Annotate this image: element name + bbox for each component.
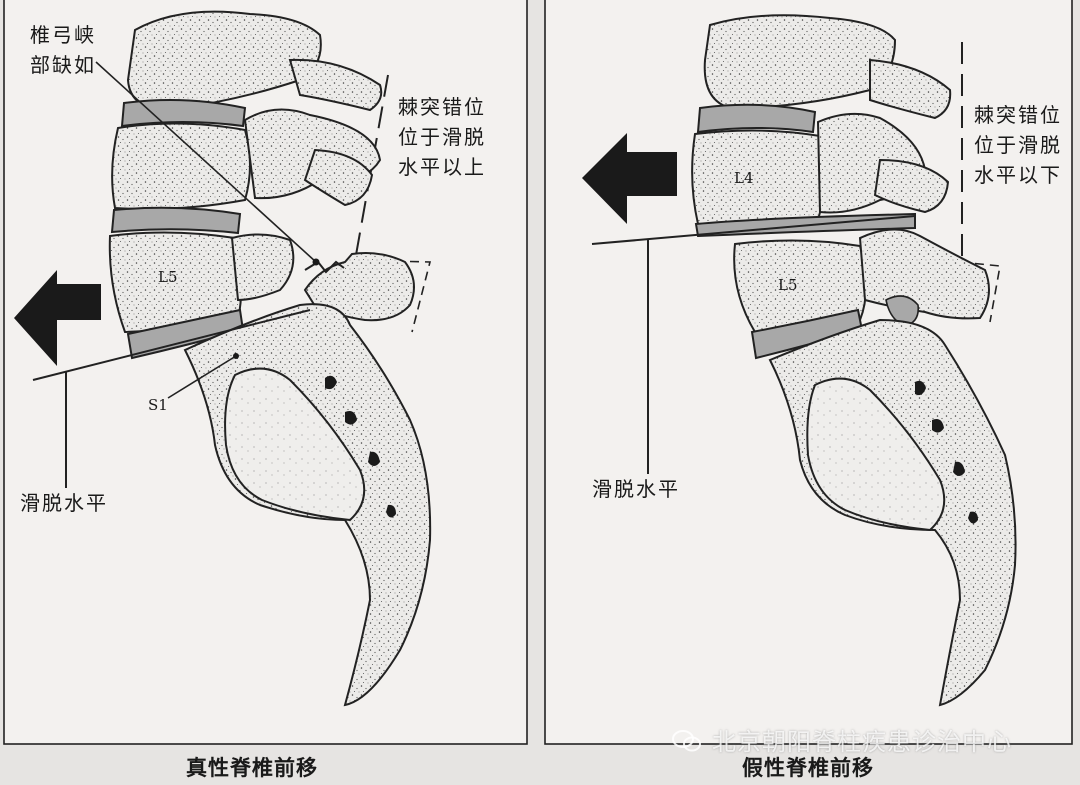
left-l5-lamina-detached xyxy=(303,252,415,322)
left-l4-spinous-process xyxy=(303,148,374,207)
left-panel-caption: 真性脊椎前移 xyxy=(186,755,318,780)
left-s1-label: S1 xyxy=(148,396,168,414)
right-l4-spinous-process xyxy=(873,158,950,214)
left-l5-pedicle xyxy=(230,233,295,302)
right-slip-level-line xyxy=(591,215,916,245)
left-slip-level-label: 滑脱水平 xyxy=(20,491,108,515)
right-l5-label: L5 xyxy=(778,276,798,294)
left-sacral-foramen-1 xyxy=(325,375,337,390)
left-sacral-ala xyxy=(224,367,366,522)
right-sacral-foramen-3 xyxy=(953,461,965,476)
right-disc-l3-l4 xyxy=(696,103,817,134)
right-sacral-ala xyxy=(806,377,946,532)
right-panel-caption: 假性脊椎前移 xyxy=(742,755,874,780)
left-sacral-foramen-3 xyxy=(368,451,380,466)
wechat-icon xyxy=(672,730,701,752)
left-spinous-note: 棘突错位 位于滑脱 水平以上 xyxy=(398,95,486,179)
right-l4-label: L4 xyxy=(734,169,754,187)
left-s1-pointer-dot xyxy=(233,353,239,359)
left-pars-defect-label: 椎弓峡 部缺如 xyxy=(30,23,96,77)
left-pars-defect-gap xyxy=(304,260,345,274)
left-l5-label: L5 xyxy=(158,268,178,286)
right-l4-body xyxy=(691,129,826,227)
watermark-text: 北京朝阳脊柱疾患诊治中心 xyxy=(712,728,1012,756)
right-slip-direction-arrow-icon xyxy=(582,133,677,224)
right-sacral-foramen-4 xyxy=(968,511,978,524)
right-l5-facet xyxy=(885,295,920,327)
right-l3-spinous-process xyxy=(869,58,952,120)
right-slip-level-label: 滑脱水平 xyxy=(592,477,680,501)
right-sacral-foramen-1 xyxy=(915,380,926,396)
left-slip-level-line xyxy=(32,309,311,381)
left-panel: L5 S1 xyxy=(3,0,528,745)
right-panel: L4 L5 xyxy=(544,0,1073,745)
left-disc-l3-l4 xyxy=(120,98,247,128)
left-l5-posterior-dashed-box xyxy=(349,259,432,333)
left-l3-spinous-process xyxy=(288,58,383,112)
left-l4-body xyxy=(111,122,251,210)
right-spinous-note: 棘突错位 位于滑脱 水平以下 xyxy=(974,103,1062,187)
right-sacral-foramen-2 xyxy=(932,419,944,433)
left-s1-pointer-line xyxy=(167,355,237,399)
watermark: 北京朝阳脊柱疾患诊治中心 xyxy=(672,722,1012,757)
left-defect-pointer-dot xyxy=(312,258,320,266)
left-sacral-foramen-2 xyxy=(345,411,357,425)
left-slip-direction-arrow-icon xyxy=(14,270,101,366)
left-sacral-foramen-4 xyxy=(386,504,396,518)
left-defect-pointer-line xyxy=(95,61,317,263)
right-l5-posterior-dashed-box xyxy=(959,261,1001,323)
left-disc-l4-l5 xyxy=(110,206,242,235)
